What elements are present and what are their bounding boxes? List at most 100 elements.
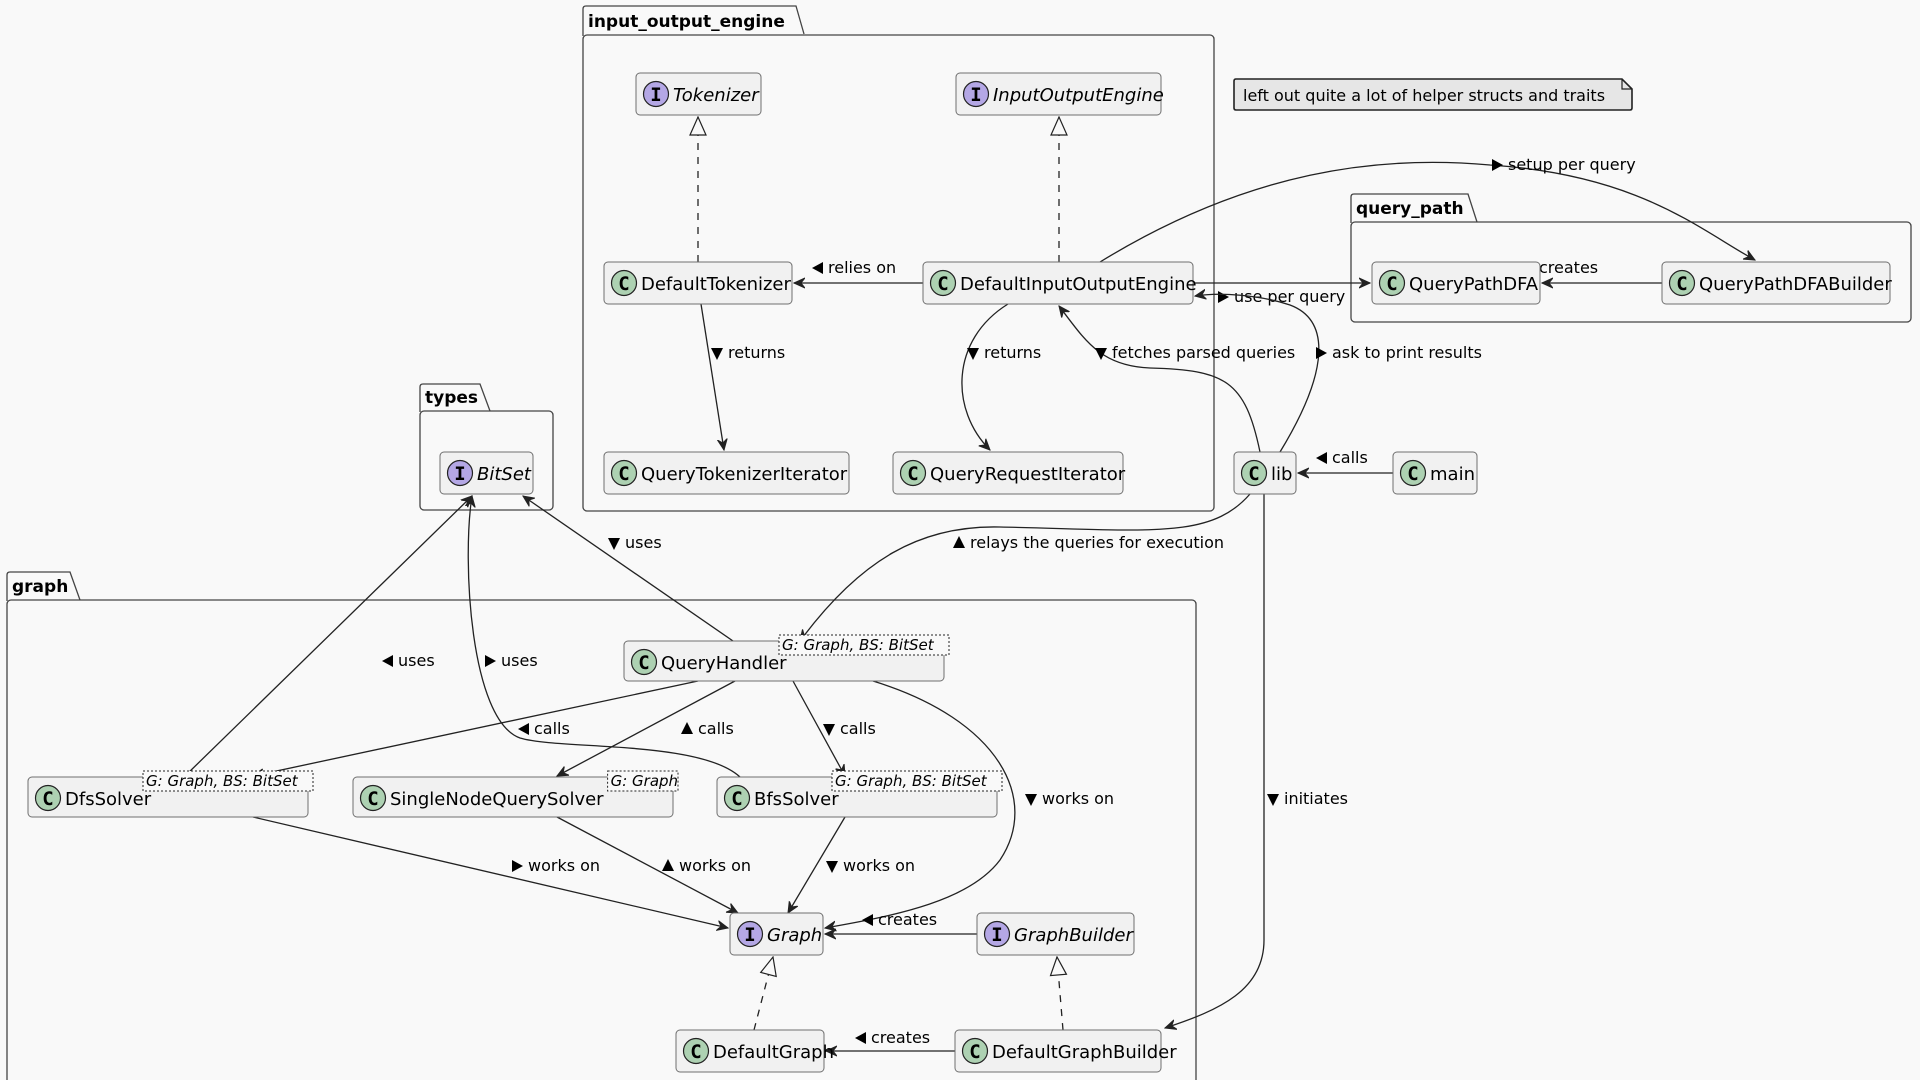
- association-line: [788, 816, 846, 913]
- stereotype-glyph: I: [454, 463, 465, 485]
- edge-label: fetches parsed queries: [1112, 343, 1295, 362]
- direction-triangle-icon: [862, 914, 873, 926]
- node-box: [955, 72, 1162, 116]
- interface-icon: [642, 80, 670, 108]
- edge-default-graph-to-graph: [753, 957, 773, 1031]
- node-name: QueryPathDFABuilder: [1699, 274, 1892, 295]
- direction-triangle-icon: [1095, 348, 1107, 360]
- generic-params-box: [831, 770, 1003, 792]
- edge-label: creates: [871, 1028, 930, 1047]
- stereotype-glyph: C: [1386, 273, 1397, 295]
- edge-label: ask to print results: [1332, 343, 1482, 362]
- edge-default-graph-builder-to-graph-builder: [1057, 957, 1063, 1031]
- node-name: DefaultGraphBuilder: [992, 1042, 1177, 1063]
- class-icon: [961, 1037, 989, 1065]
- node-name: main: [1430, 464, 1475, 485]
- node-query-path-dfa-builder[interactable]: C QueryPathDFABuilder: [1661, 261, 1892, 305]
- edge-label: works on: [843, 856, 915, 875]
- stereotype-glyph: C: [1676, 273, 1687, 295]
- class-icon: [899, 459, 927, 487]
- class-icon: [610, 459, 638, 487]
- node-name: DefaultTokenizer: [641, 274, 792, 295]
- package-title: query_path: [1356, 199, 1464, 219]
- direction-triangle-icon: [485, 655, 496, 667]
- direction-triangle-icon: [681, 722, 693, 734]
- stereotype-glyph: C: [937, 273, 948, 295]
- direction-triangle-icon: [518, 723, 529, 735]
- direction-triangle-icon: [967, 348, 979, 360]
- edge-label: setup per query: [1508, 155, 1636, 174]
- association-line: [556, 816, 738, 914]
- interface-icon: [983, 920, 1011, 948]
- node-default-input-output-engine[interactable]: C DefaultInputOutputEngine: [922, 261, 1197, 305]
- edge-label: works on: [1042, 789, 1114, 808]
- association-line: [792, 680, 845, 776]
- generic-params-box: [142, 770, 314, 792]
- edge-bfs-solver-to-graph: works on: [788, 816, 915, 913]
- stereotype-glyph: C: [907, 463, 918, 485]
- generic-params: G: Graph, BS: BitSet: [835, 772, 988, 790]
- node-name: SingleNodeQuerySolver: [390, 789, 604, 810]
- interface-icon: [962, 80, 990, 108]
- node-box: [635, 72, 762, 116]
- class-icon: [630, 648, 658, 676]
- edge-label: calls: [840, 719, 876, 738]
- node-name: GraphBuilder: [1014, 925, 1134, 946]
- node-name: DefaultInputOutputEngine: [960, 274, 1197, 295]
- direction-triangle-icon: [1492, 159, 1503, 171]
- edge-default-graph-builder-to-default-graph: creates: [826, 1028, 955, 1051]
- edge-bfs-solver-to-bitset: uses: [468, 496, 741, 778]
- edge-label: uses: [625, 533, 662, 552]
- direction-triangle-icon: [512, 860, 523, 872]
- node-query-path-dfa[interactable]: C QueryPathDFA: [1371, 261, 1541, 305]
- association-line: [1099, 161, 1755, 263]
- node-box: [1371, 261, 1541, 305]
- stereotype-glyph: I: [970, 84, 981, 106]
- edge-label: relays the queries for execution: [970, 533, 1224, 552]
- edge-label: calls: [534, 719, 570, 738]
- node-name: QueryPathDFA: [1409, 274, 1539, 295]
- association-line: [468, 496, 741, 778]
- edge-label: uses: [501, 651, 538, 670]
- direction-triangle-icon: [608, 538, 620, 550]
- node-name: lib: [1271, 464, 1292, 485]
- package-types: types: [419, 383, 554, 511]
- edge-label: relies on: [828, 258, 896, 277]
- stereotype-glyph: I: [650, 84, 661, 106]
- association-line: [1195, 294, 1320, 453]
- class-icon: [1240, 459, 1268, 487]
- direction-triangle-icon: [1025, 794, 1037, 806]
- direction-triangle-icon: [953, 536, 965, 548]
- edge-lib-to-default-input-output-engine: ask to print results: [1195, 294, 1482, 453]
- edge-label: creates: [878, 910, 937, 929]
- stereotype-glyph: C: [1407, 463, 1418, 485]
- generic-params: G: Graph, BS: BitSet: [146, 772, 299, 790]
- package-title: graph: [12, 577, 68, 597]
- edge-lib-to-default-graph-builder: initiates: [1165, 494, 1348, 1028]
- note-text: left out quite a lot of helper structs a…: [1243, 86, 1605, 105]
- edge-query-handler-to-bfs-solver: calls: [792, 680, 876, 776]
- package-graph: graph: [6, 571, 1197, 1080]
- edge-graph-builder-to-graph: creates: [825, 910, 977, 934]
- edge-query-handler-to-dfs-solver: calls: [253, 680, 699, 776]
- class-icon: [1668, 269, 1696, 297]
- class-icon: [610, 269, 638, 297]
